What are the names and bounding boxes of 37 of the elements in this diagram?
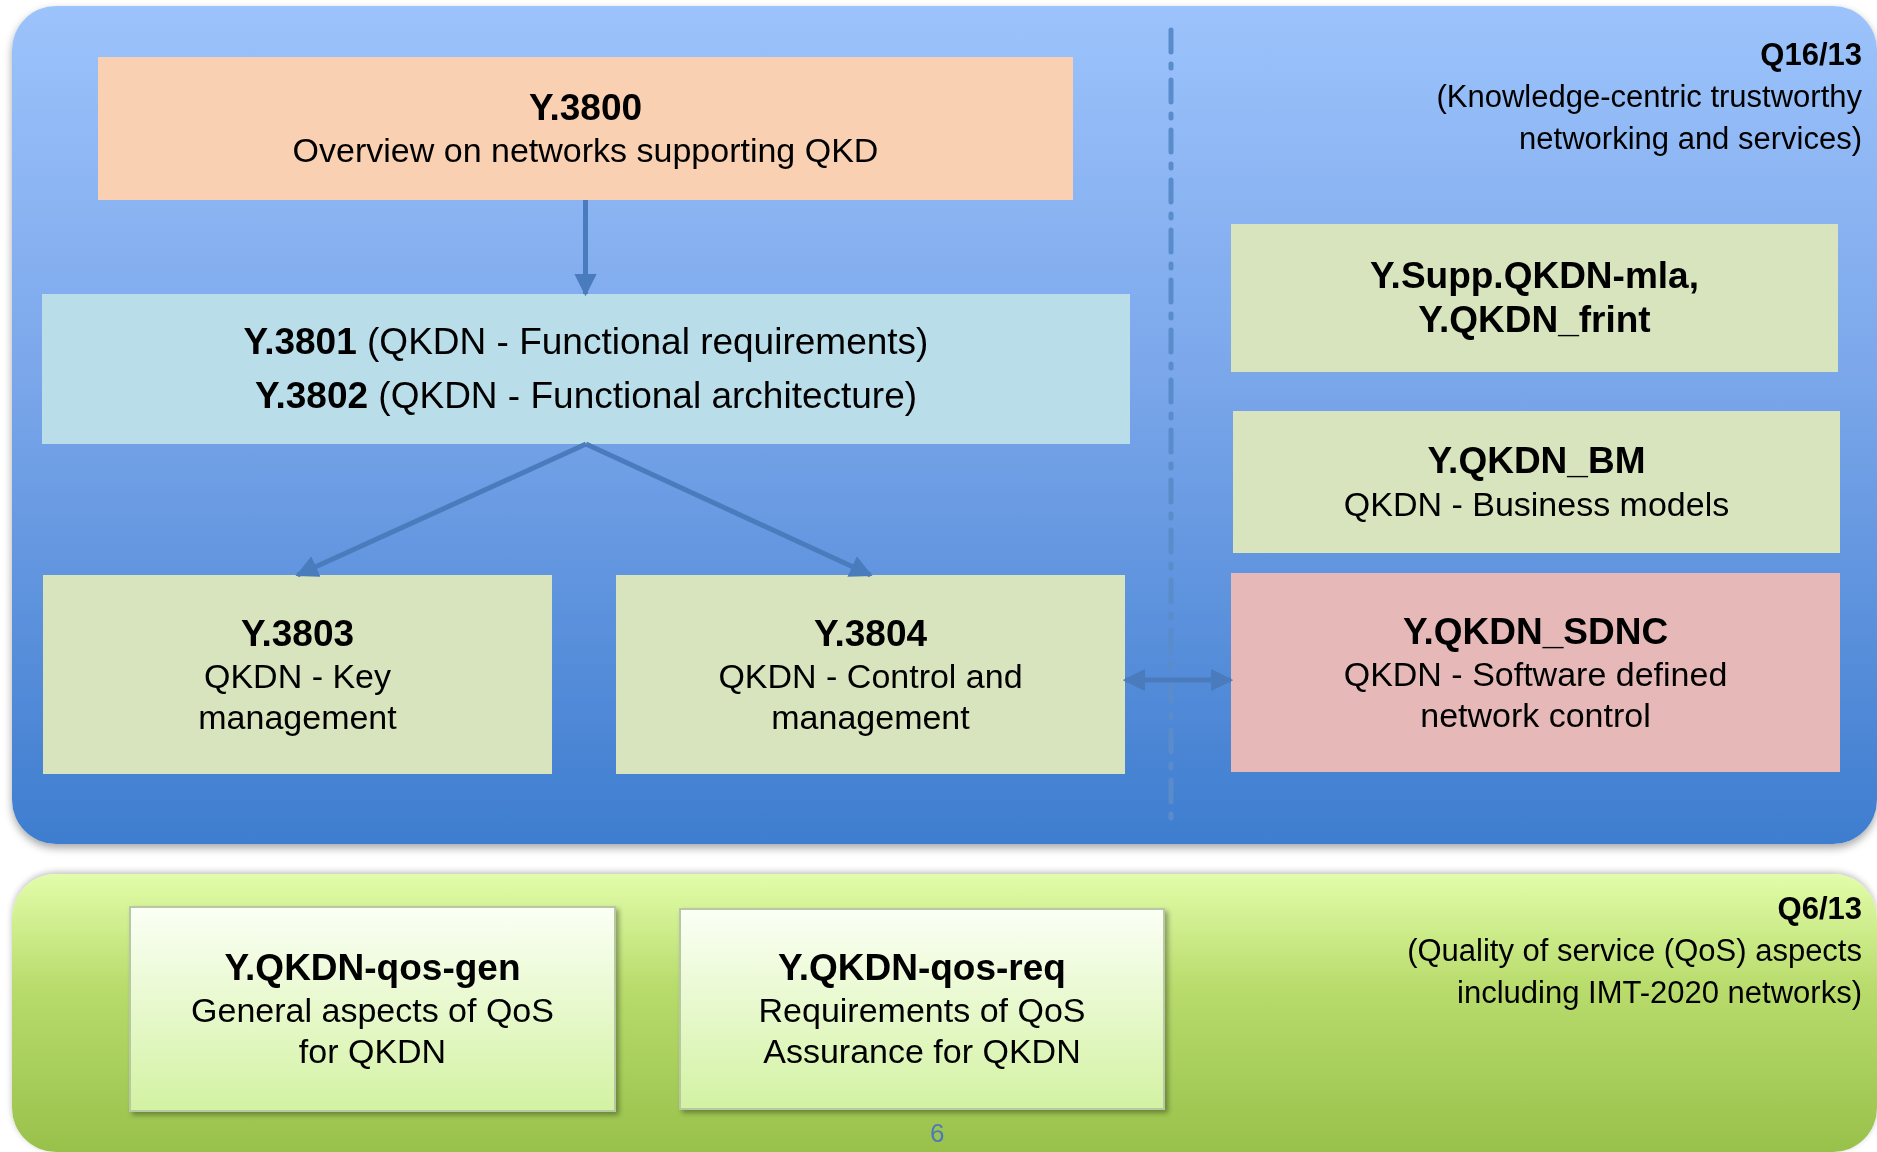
recommendation-box: [98, 57, 1073, 200]
recommendation-box: [1231, 573, 1840, 772]
arrow: [574, 200, 597, 297]
arrow: [295, 441, 588, 578]
recommendation-entry: Y.3801 (QKDN - Functional requirements): [243, 320, 929, 365]
recommendation-number: Y.QKDN-qos-req: [778, 946, 1066, 990]
group-description: (Quality of service (QoS) aspects including IMT-2020 networks): [1406, 931, 1862, 1012]
recommendation-title: QKDN - Key management: [197, 655, 398, 738]
recommendation-entry: Y.3802 (QKDN - Functional architecture): [254, 374, 918, 418]
arrow: [1122, 668, 1234, 692]
recommendation-box: [1233, 411, 1840, 553]
recommendation-number: Y.QKDN_BM: [1427, 439, 1646, 484]
group-heading: Q6/13: [1776, 890, 1862, 928]
recommendation-number: Y.Supp.QKDN-mla, Y.QKDN_frint: [1369, 253, 1700, 342]
recommendation-box: [129, 906, 616, 1112]
page-number: 6: [930, 1118, 945, 1149]
recommendation-number: Y.QKDN_SDNC: [1402, 609, 1669, 654]
group-panel: [12, 874, 1877, 1152]
recommendation-number: Y.QKDN-qos-gen: [224, 946, 521, 990]
recommendation-box: [616, 575, 1125, 774]
group-heading: Q16/13: [1759, 36, 1862, 74]
recommendation-title: QKDN - Software defined network control: [1342, 653, 1729, 736]
recommendation-title: QKDN - Control and management: [717, 655, 1024, 738]
group-description: (Knowledge-centric trustworthy networking and services): [1435, 77, 1862, 158]
group-panel: [12, 6, 1877, 844]
recommendation-title: General aspects of QoS for QKDN: [190, 990, 555, 1072]
recommendation-box: [1231, 224, 1838, 372]
arrow: [584, 441, 873, 578]
recommendation-title: Overview on networks supporting QKD: [292, 130, 879, 172]
recommendation-title: Requirements of QoS Assurance for QKDN: [757, 990, 1087, 1072]
recommendation-box: [43, 575, 552, 774]
recommendation-number: Y.3804: [813, 611, 928, 656]
recommendation-title: QKDN - Business models: [1343, 483, 1730, 525]
recommendation-box: [42, 294, 1130, 444]
recommendation-number: Y.3803: [240, 611, 355, 656]
recommendation-number: Y.3800: [528, 85, 643, 130]
recommendation-box: [679, 908, 1165, 1110]
